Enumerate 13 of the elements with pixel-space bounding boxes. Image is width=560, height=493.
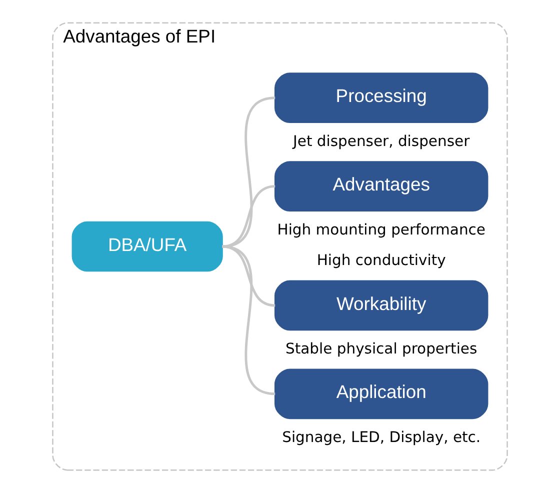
connector bbox=[222, 96, 276, 248]
node-label: Signage, LED, Display, etc. bbox=[282, 428, 481, 446]
node-label: High mounting performance bbox=[277, 221, 486, 238]
node-label: Stable physical properties bbox=[286, 340, 478, 358]
node-box: Processing bbox=[274, 72, 488, 124]
node-box: Advantages bbox=[274, 161, 488, 212]
node-box: DBA/UFA bbox=[72, 221, 223, 272]
node-label: High conductivity bbox=[316, 252, 446, 270]
node-label: Jet dispenser, dispenser bbox=[293, 132, 470, 150]
node-box: Application bbox=[274, 368, 488, 420]
node-box: Workability bbox=[274, 280, 488, 331]
connector bbox=[222, 245, 276, 396]
connector bbox=[222, 185, 276, 248]
